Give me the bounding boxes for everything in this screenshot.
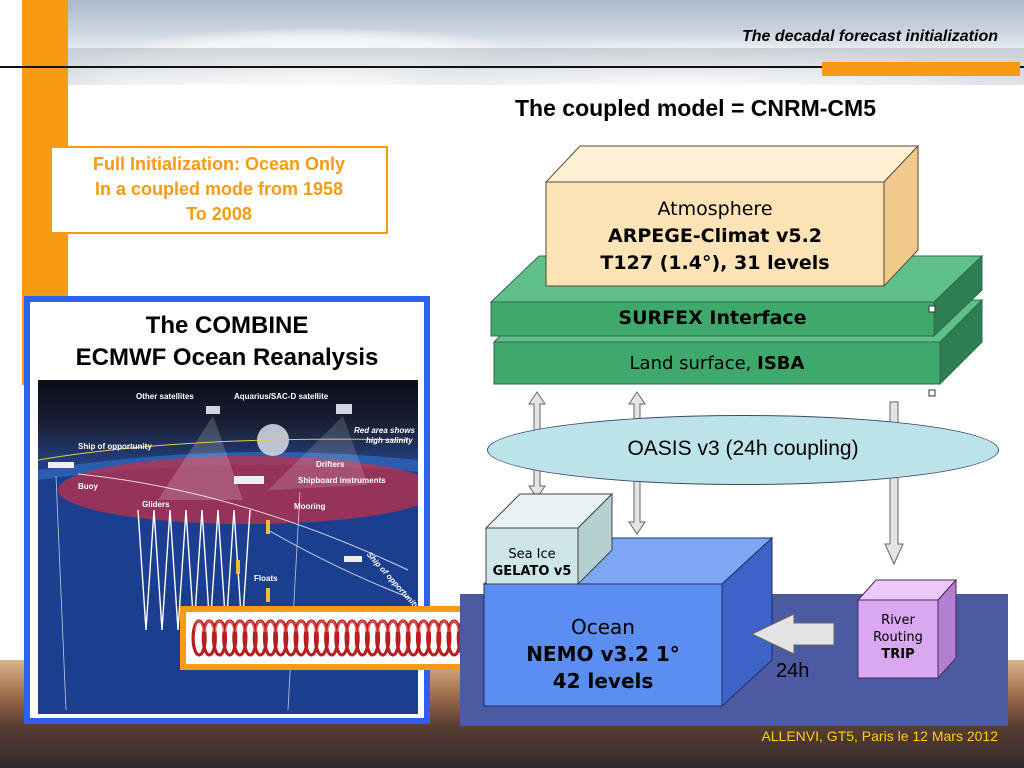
sea-ice-model: GELATO v5 <box>492 564 572 579</box>
left-margin <box>0 0 22 385</box>
combine-title-line-2: ECMWF Ocean Reanalysis <box>75 344 379 371</box>
ocean-block <box>482 536 774 708</box>
sea-ice-text: Sea Ice GELATO v5 <box>486 546 578 580</box>
init-line-1: Full Initialization: Ocean Only <box>92 154 346 174</box>
river-routing-block <box>856 578 958 680</box>
img-label-buoy: Buoy <box>78 482 98 491</box>
coupling-spring-frame <box>180 606 514 670</box>
img-label-mooring: Mooring <box>294 502 326 511</box>
img-label-ship-of-opportunity: Ship of opportunity <box>78 442 152 451</box>
combine-title: The COMBINE ECMWF Ocean Reanalysis <box>30 310 424 374</box>
header-photo <box>0 0 1024 85</box>
ocean-text: Ocean NEMO v3.2 1° 42 levels <box>484 614 722 695</box>
river-to-ocean-arrow <box>750 613 835 655</box>
land-surface-model: ISBA <box>757 353 805 374</box>
img-label-gliders: Gliders <box>142 500 170 509</box>
footer-credit: ALLENVI, GT5, Paris le 12 Mars 2012 <box>761 728 998 744</box>
coupling-period-label: 24h <box>776 660 810 682</box>
img-label-other-satellites: Other satellites <box>136 392 194 401</box>
river-line-2: Routing <box>873 630 923 645</box>
connector-square <box>928 389 936 397</box>
img-label-high-salinity: high salinity <box>366 436 413 445</box>
connector-square <box>928 305 936 313</box>
header-rule <box>0 66 1024 68</box>
river-text: River Routing TRIP <box>858 612 938 663</box>
atmosphere-label: Atmosphere <box>657 198 773 220</box>
land-surface-label: Land surface, ISBA <box>494 353 940 374</box>
river-model: TRIP <box>881 647 915 662</box>
page-title: The coupled model = CNRM-CM5 <box>515 95 876 121</box>
land-surface-plain: Land surface, <box>629 353 752 374</box>
ocean-label: Ocean <box>571 615 635 639</box>
img-label-floats: Floats <box>254 574 278 583</box>
ocean-illustration-svg <box>38 404 418 714</box>
img-label-aquarius: Aquarius/SAC-D satellite <box>234 392 329 401</box>
init-line-2: In a coupled mode from 1958 <box>94 179 344 199</box>
sea-ice-label: Sea Ice <box>508 547 556 562</box>
atmosphere-resolution: T127 (1.4°), 31 levels <box>600 252 830 274</box>
combine-title-line-1: The COMBINE <box>145 312 309 339</box>
img-label-drifters: Drifters <box>316 460 345 469</box>
atmosphere-block <box>544 144 920 288</box>
init-line-3: To 2008 <box>186 204 252 224</box>
img-label-shipboard-instruments: Shipboard instruments <box>298 476 386 485</box>
header-accent-bar <box>822 62 1020 76</box>
atmosphere-text: Atmosphere ARPEGE-Climat v5.2 T127 (1.4°… <box>546 196 884 277</box>
initialization-note: Full Initialization: Ocean Only In a cou… <box>50 146 388 234</box>
oasis-coupler-ellipse <box>487 415 999 485</box>
ocean-model: NEMO v3.2 1° <box>526 642 680 666</box>
sea-ice-block <box>484 492 614 586</box>
ocean-levels: 42 levels <box>552 669 654 693</box>
atmosphere-model: ARPEGE-Climat v5.2 <box>607 225 823 247</box>
oasis-label: OASIS v3 (24h coupling) <box>627 437 859 460</box>
img-label-red-area: Red area shows <box>354 426 415 435</box>
header-title: The decadal forecast initialization <box>741 28 998 45</box>
surfex-label: SURFEX Interface <box>618 307 807 329</box>
river-line-1: River <box>881 613 915 628</box>
